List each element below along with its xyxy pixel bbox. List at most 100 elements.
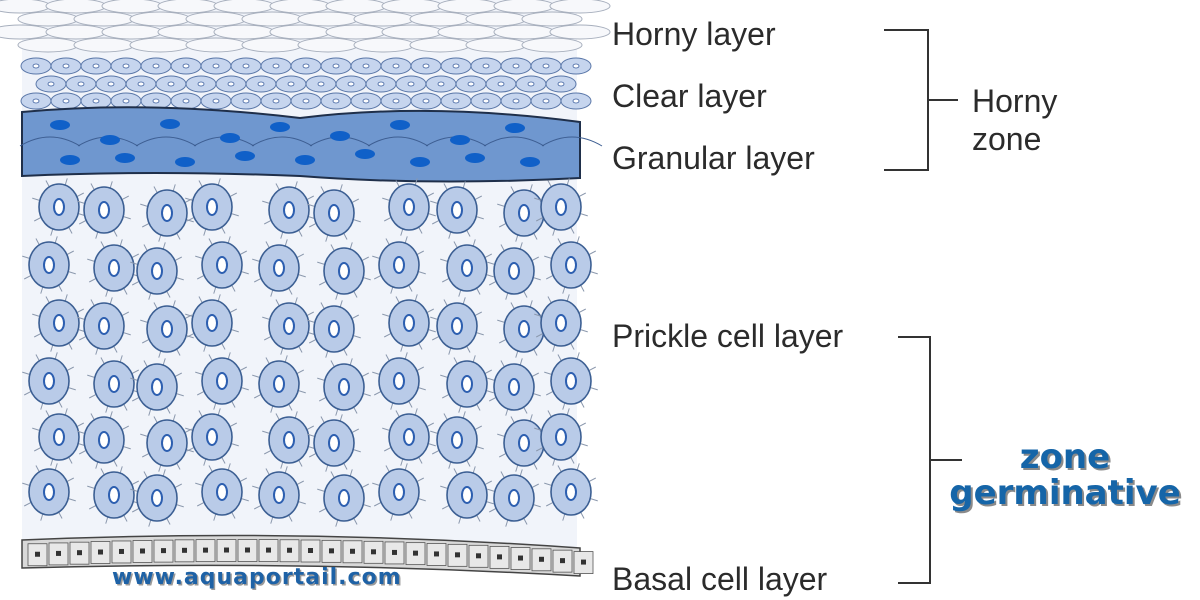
prickle-spine: [195, 482, 204, 486]
prickle-spine: [24, 501, 32, 507]
prickle-spine: [417, 271, 426, 275]
prickle-cell-nucleus: [161, 320, 173, 338]
prickle-spine: [499, 452, 507, 458]
granule: [465, 153, 485, 163]
clear-cell-nucleus: [122, 98, 130, 104]
prickle-cell-nucleus: [403, 198, 415, 216]
prickle-spine: [132, 396, 140, 402]
prickle-spine: [66, 477, 74, 483]
prickle-spine: [578, 308, 586, 314]
prickle-spine: [426, 192, 434, 198]
germinative-zone-label: zone germinative: [940, 437, 1190, 511]
prickle-spine: [430, 200, 439, 204]
prickle-spine: [195, 255, 204, 259]
prickle-spine: [252, 258, 261, 262]
clear-cell-nucleus: [377, 81, 385, 87]
prickle-spine: [252, 485, 261, 489]
prickle-spine: [432, 335, 440, 341]
prickle-spine: [474, 425, 482, 431]
horny-cell: [325, 0, 387, 14]
prickle-spine: [440, 258, 449, 262]
prickle-spine: [317, 488, 326, 492]
prickle-cell-nucleus: [393, 483, 405, 501]
clear-cell-nucleus: [512, 63, 520, 69]
horny-layer-cells: [0, 0, 611, 53]
prickle-spine: [230, 213, 239, 217]
prickle-cell-nucleus: [283, 317, 295, 335]
horny-zone-line1: Horny: [972, 83, 1058, 119]
prickle-spine: [264, 449, 272, 455]
prickle-spine: [174, 256, 182, 262]
prickle-spine: [351, 428, 359, 434]
prickle-spine: [121, 311, 129, 317]
granule: [410, 157, 430, 167]
prickle-cell-nucleus: [328, 320, 340, 338]
prickle-spine: [185, 335, 194, 339]
clear-cell-nucleus: [527, 81, 535, 87]
clear-cell-nucleus: [182, 98, 190, 104]
horny-cell: [129, 11, 191, 27]
clear-cell-nucleus: [167, 81, 175, 87]
prickle-spine: [531, 372, 539, 378]
prickle-spine: [230, 329, 239, 333]
prickle-spine: [589, 387, 598, 391]
basal-cell-nucleus: [161, 548, 166, 554]
prickle-spine: [536, 332, 544, 338]
prickle-spine: [239, 477, 247, 483]
horny-cell: [0, 0, 51, 14]
prickle-spine: [77, 200, 86, 204]
granular-cell-edge: [135, 136, 197, 147]
granule: [60, 155, 80, 165]
basal-cell-nucleus: [35, 551, 40, 557]
basal-cell-layer-cells: [21, 534, 594, 577]
prickle-spine: [361, 256, 369, 262]
horny-cell: [73, 37, 135, 53]
basal-cell-nucleus: [350, 548, 355, 554]
prickle-spine: [187, 446, 195, 452]
prickle-spine: [416, 250, 424, 256]
prickle-spine: [484, 480, 492, 486]
prickle-spine: [34, 332, 42, 338]
prickle-spine: [497, 203, 506, 207]
basal-cell-nucleus: [371, 549, 376, 555]
horny-cell: [241, 11, 303, 27]
prickle-spine: [430, 430, 439, 434]
prickle-spine: [187, 332, 195, 338]
clear-cell-nucleus: [302, 63, 310, 69]
clear-cell-nucleus: [467, 81, 475, 87]
granule: [235, 151, 255, 161]
prickle-cell-nucleus: [98, 431, 110, 449]
prickle-cell-layer-label: Prickle cell layer: [612, 318, 844, 354]
horny-cell: [241, 37, 303, 53]
horny-cell: [185, 37, 247, 53]
prickle-spine: [76, 192, 84, 198]
prickle-spine: [79, 449, 87, 455]
horny-cell: [269, 0, 331, 14]
clear-cell-nucleus: [32, 63, 40, 69]
prickle-spine: [362, 393, 371, 397]
horny-cell: [17, 37, 79, 53]
prickle-cell-nucleus: [161, 434, 173, 452]
clear-cell-nucleus: [542, 63, 550, 69]
prickle-spine: [352, 219, 361, 223]
prickle-cell-nucleus: [273, 259, 285, 277]
prickle-cell-nucleus: [206, 314, 218, 332]
prickle-spine: [319, 507, 327, 513]
prickle-spine: [197, 274, 205, 280]
horny-cell: [353, 11, 415, 27]
prickle-spine: [319, 280, 327, 286]
clear-cell-nucleus: [422, 63, 430, 69]
germinative-line1: zone: [1019, 437, 1111, 477]
prickle-spine: [307, 319, 316, 323]
prickle-spine: [66, 250, 74, 256]
clear-cell-nucleus: [62, 63, 70, 69]
prickle-spine: [132, 507, 140, 513]
prickle-spine: [485, 390, 494, 394]
basal-cell-nucleus: [581, 559, 586, 565]
prickle-spine: [175, 393, 184, 397]
prickle-spine: [579, 443, 588, 447]
clear-cell-nucleus: [197, 81, 205, 87]
prickle-spine: [130, 377, 139, 381]
horny-cell: [73, 11, 135, 27]
prickle-spine: [185, 219, 194, 223]
